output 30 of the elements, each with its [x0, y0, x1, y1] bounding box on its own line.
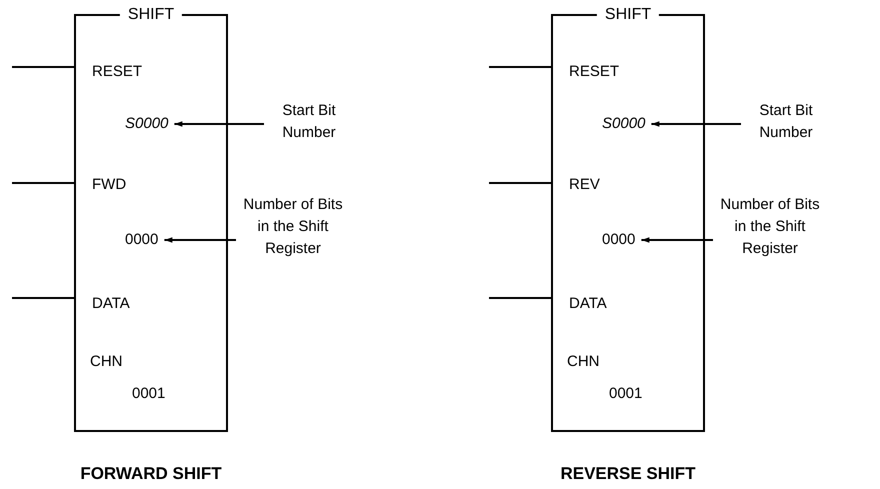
parameter-value: S0000 — [602, 115, 646, 133]
arrow — [174, 121, 264, 127]
input-line — [489, 297, 551, 299]
block-label: FWD — [92, 176, 126, 194]
block-caption: FORWARD SHIFT — [80, 464, 222, 484]
block-label: 0001 — [609, 385, 642, 403]
annotation-text: Number of Bits in the Shift Register — [717, 194, 823, 260]
annotation-text: Number of Bits in the Shift Register — [240, 194, 346, 260]
input-line — [12, 297, 74, 299]
block-label: REV — [569, 176, 600, 194]
input-line — [12, 66, 74, 68]
block-caption: REVERSE SHIFT — [560, 464, 696, 484]
annotation-text: Start Bit Number — [268, 100, 350, 144]
arrow — [164, 237, 236, 243]
block-label: 0001 — [132, 385, 166, 403]
block-label: CHN — [567, 353, 600, 371]
block-label: RESET — [569, 63, 620, 81]
input-line — [12, 182, 74, 184]
block-label: 0000 — [125, 231, 158, 249]
block-label: DATA — [569, 295, 607, 313]
block-label: CHN — [90, 353, 122, 371]
arrow — [651, 121, 741, 127]
block-label: RESET — [92, 63, 142, 81]
block-label: 0000 — [602, 231, 636, 249]
input-line — [489, 182, 551, 184]
parameter-value: S0000 — [125, 115, 168, 133]
block-label: DATA — [92, 295, 130, 313]
input-line — [489, 66, 551, 68]
arrow — [641, 237, 713, 243]
annotation-text: Start Bit Number — [745, 100, 827, 144]
